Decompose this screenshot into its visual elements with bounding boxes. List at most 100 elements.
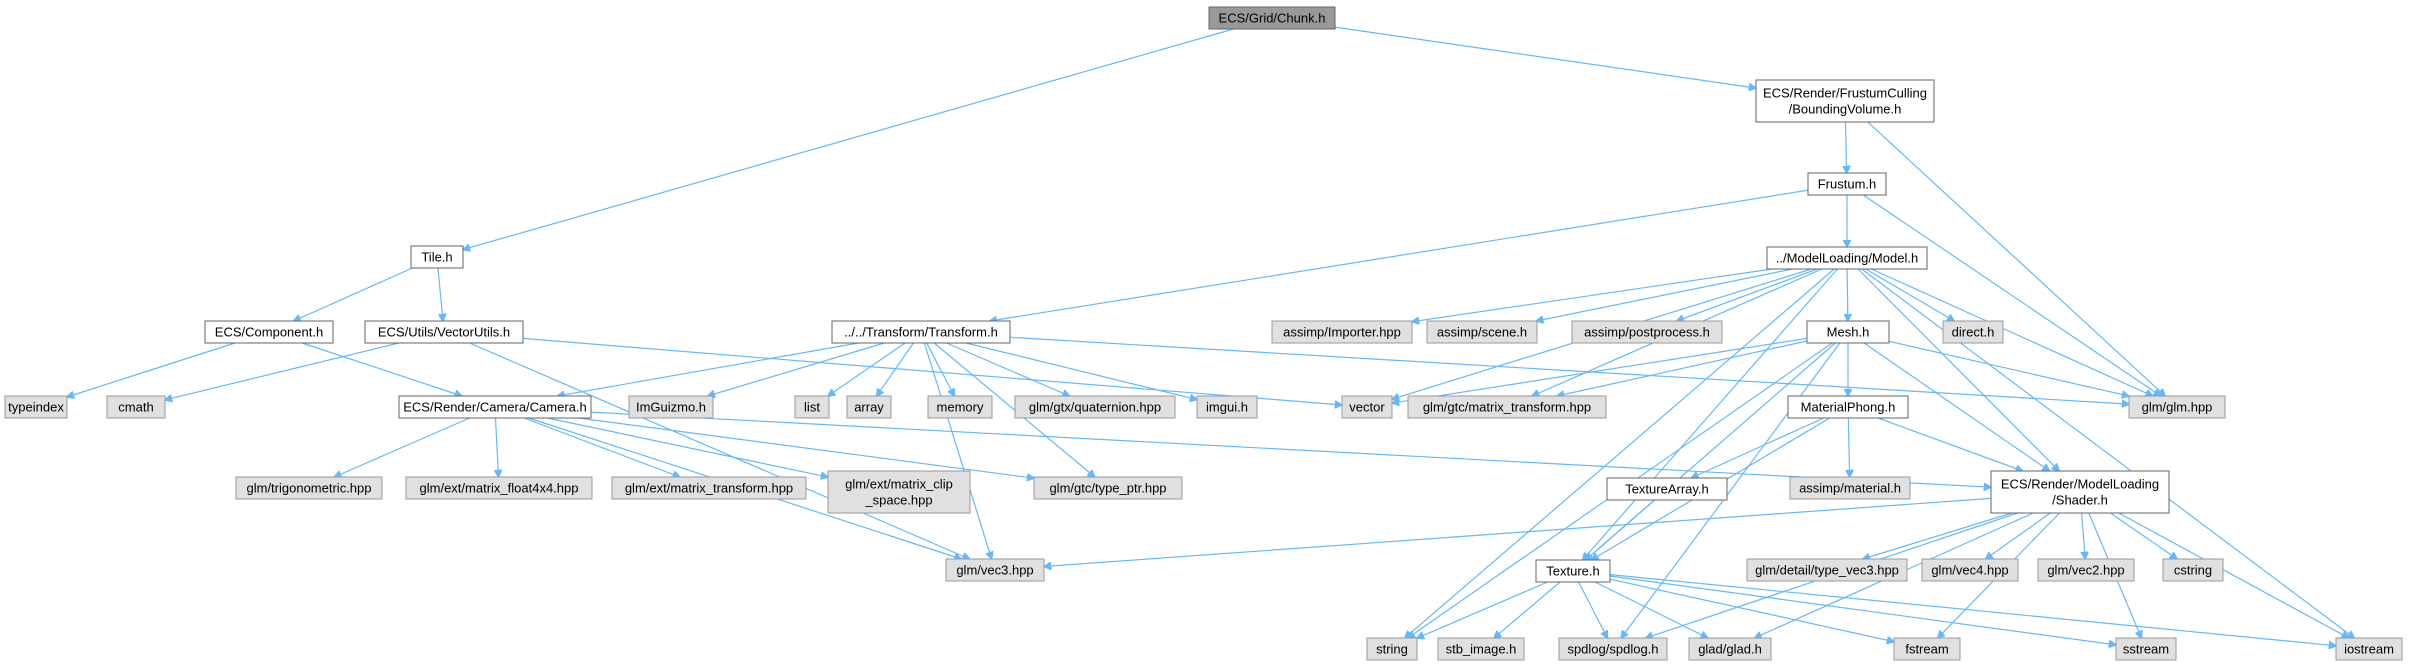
node-component-label: ECS/Component.h xyxy=(215,325,323,340)
node-frustum[interactable]: Frustum.h xyxy=(1807,172,1887,196)
edge-texture-to-string xyxy=(1417,581,1548,638)
node-vector-label: vector xyxy=(1349,400,1385,415)
edge-camera-to-typeptr xyxy=(578,417,1034,478)
node-typeindex-label: typeindex xyxy=(8,400,64,415)
node-texture-box[interactable] xyxy=(1535,559,1611,583)
node-materialphong[interactable]: MaterialPhong.h xyxy=(1787,395,1909,419)
node-mesh[interactable]: Mesh.h xyxy=(1806,320,1890,344)
node-texture[interactable]: Texture.h xyxy=(1535,559,1611,583)
node-materialphong-box[interactable] xyxy=(1787,395,1909,419)
node-direct-box xyxy=(1942,320,2004,344)
node-trig-box xyxy=(235,476,383,500)
node-typevec3: glm/detail/type_vec3.hpp xyxy=(1746,558,1908,582)
node-fstream: fstream xyxy=(1893,637,1961,661)
node-tile[interactable]: Tile.h xyxy=(410,245,464,269)
node-trig-label: glm/trigonometric.hpp xyxy=(247,481,372,496)
node-vector-box xyxy=(1341,395,1393,419)
node-imgui-label: imgui.h xyxy=(1206,400,1248,415)
node-quaternion-label: glm/gtx/quaternion.hpp xyxy=(1029,400,1161,415)
node-shader[interactable]: ECS/Render/ModelLoading/Shader.h xyxy=(1990,470,2170,514)
node-sstream: sstream xyxy=(2115,637,2177,661)
node-clip-label: glm/ext/matrix_clip xyxy=(845,477,953,492)
edge-transform-to-list xyxy=(828,342,906,396)
node-mesh-box[interactable] xyxy=(1806,320,1890,344)
node-iostream: iostream xyxy=(2335,637,2403,661)
node-camera-box[interactable] xyxy=(398,395,592,419)
edge-transform-to-vec3 xyxy=(923,342,991,559)
node-array-label: array xyxy=(854,400,884,415)
node-stbimage-box xyxy=(1437,637,1525,661)
node-vec2-box xyxy=(2037,558,2135,582)
edge-frustum-to-glmhpp xyxy=(1862,194,2160,396)
node-vectorutils[interactable]: ECS/Utils/VectorUtils.h xyxy=(364,320,524,344)
node-component-box[interactable] xyxy=(204,320,334,344)
node-typeptr-label: glm/gtc/type_ptr.hpp xyxy=(1049,481,1166,496)
node-vec2-label: glm/vec2.hpp xyxy=(2047,563,2124,578)
node-glmhpp-box xyxy=(2128,395,2226,419)
node-transform-label: ../../Transform/Transform.h xyxy=(844,325,998,340)
node-transform[interactable]: ../../Transform/Transform.h xyxy=(831,320,1011,344)
edge-shader-to-cstring xyxy=(2110,512,2177,559)
edge-mesh-to-spdlog xyxy=(1621,342,1841,638)
node-material-box xyxy=(1789,476,1911,500)
edge-transform-to-memory xyxy=(926,342,955,396)
node-quaternion: glm/gtx/quaternion.hpp xyxy=(1014,395,1176,419)
node-transform-box[interactable] xyxy=(831,320,1011,344)
node-tile-box[interactable] xyxy=(410,245,464,269)
edge-mesh-to-shader xyxy=(1863,342,2050,471)
node-component[interactable]: ECS/Component.h xyxy=(204,320,334,344)
node-gtcmt: glm/gtc/matrix_transform.hpp xyxy=(1407,395,1607,419)
node-model-box[interactable] xyxy=(1766,246,1928,270)
node-texturearray-box[interactable] xyxy=(1606,477,1728,501)
node-scene-label: assimp/scene.h xyxy=(1437,325,1527,340)
node-texturearray[interactable]: TextureArray.h xyxy=(1606,477,1728,501)
edge-texture-to-stbimage xyxy=(1494,581,1561,638)
edge-mesh-to-glmhpp xyxy=(1888,340,2129,396)
edge-component-to-camera xyxy=(301,342,462,396)
edge-model-to-glmhpp xyxy=(1871,268,2152,396)
node-sstream-box xyxy=(2115,637,2177,661)
node-string-box xyxy=(1366,637,1418,661)
node-texturearray-label: TextureArray.h xyxy=(1625,482,1709,497)
node-bv-label: ECS/Render/FrustumCulling xyxy=(1763,86,1927,101)
edge-model-to-scene xyxy=(1536,268,1793,321)
node-chunk[interactable]: ECS/Grid/Chunk.h xyxy=(1208,6,1336,30)
node-chunk-box[interactable] xyxy=(1208,6,1336,30)
edge-transform-to-imgui xyxy=(965,342,1197,400)
node-list-label: list xyxy=(804,400,820,415)
node-mesh-label: Mesh.h xyxy=(1827,325,1870,340)
node-cmath-label: cmath xyxy=(118,400,153,415)
node-cmath-box xyxy=(106,395,166,419)
edge-transform-to-array xyxy=(877,342,914,396)
edge-model-to-mesh xyxy=(1847,268,1848,321)
node-imgui: imgui.h xyxy=(1196,395,1258,419)
edge-transform-to-glmhpp xyxy=(1009,336,2129,404)
node-shader-box[interactable] xyxy=(1990,470,2170,514)
edge-vectorutils-to-vec3 xyxy=(469,342,970,559)
edge-materialphong-to-shader xyxy=(1877,417,2023,471)
node-mf4x4: glm/ext/matrix_float4x4.hpp xyxy=(405,476,593,500)
node-importer-label: assimp/Importer.hpp xyxy=(1283,325,1401,340)
node-layer: ECS/Grid/Chunk.hECS/Render/FrustumCullin… xyxy=(4,6,2403,661)
edge-shader-to-iostream xyxy=(2118,512,2349,638)
node-bv[interactable]: ECS/Render/FrustumCulling/BoundingVolume… xyxy=(1755,79,1935,123)
node-frustum-box[interactable] xyxy=(1807,172,1887,196)
node-tile-label: Tile.h xyxy=(421,250,452,265)
node-importer-box xyxy=(1271,320,1413,344)
edge-mesh-to-gtcmt xyxy=(1557,340,1808,396)
node-postprocess-label: assimp/postprocess.h xyxy=(1584,325,1710,340)
node-vectorutils-box[interactable] xyxy=(364,320,524,344)
node-model[interactable]: ../ModelLoading/Model.h xyxy=(1766,246,1928,270)
node-quaternion-box xyxy=(1014,395,1176,419)
node-stbimage: stb_image.h xyxy=(1437,637,1525,661)
edge-texture-to-iostream xyxy=(1609,574,2336,646)
node-glad-label: glad/glad.h xyxy=(1698,642,1762,657)
edge-model-to-shader xyxy=(1857,268,2059,471)
node-vec4-box xyxy=(1921,558,2019,582)
node-bv-box[interactable] xyxy=(1755,79,1935,123)
node-camera[interactable]: ECS/Render/Camera/Camera.h xyxy=(398,395,592,419)
node-typevec3-box xyxy=(1746,558,1908,582)
edge-texture-to-fstream xyxy=(1609,578,1894,642)
node-fstream-box xyxy=(1893,637,1961,661)
node-postprocess-box xyxy=(1571,320,1723,344)
